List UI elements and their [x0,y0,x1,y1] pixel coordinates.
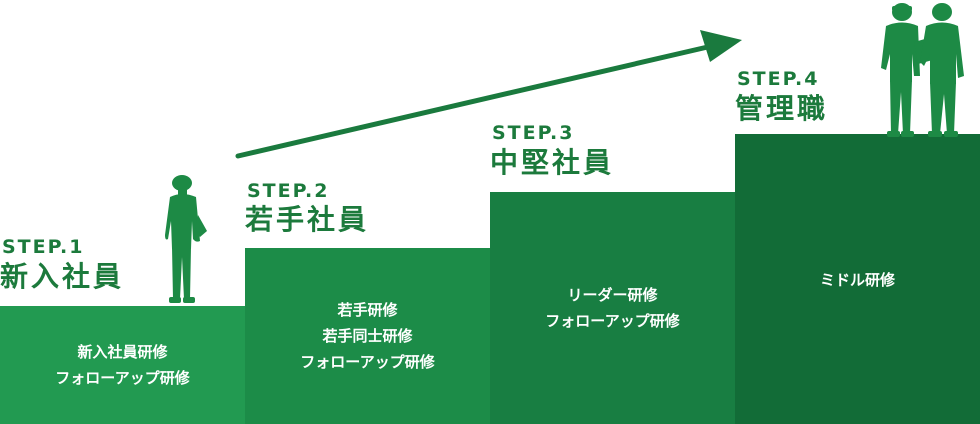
step-3-title: 中堅社員 [490,146,615,179]
step-2-title: 若手社員 [245,203,370,236]
training-item: フォローアップ研修 [300,353,435,371]
training-item: 若手研修 [337,301,398,319]
step-2-block: 若手研修 若手同士研修 フォローアップ研修 [245,248,490,424]
worker-silhouette-icon [165,175,207,303]
step-1-label: STEP.1 [2,236,85,258]
training-item: 新入社員研修 [77,343,168,361]
training-item: フォローアップ研修 [55,369,190,387]
managers-silhouette-icon [881,3,964,137]
training-item: 若手同士研修 [322,327,413,345]
training-item: リーダー研修 [567,286,658,304]
step-3-label: STEP.3 [492,122,575,144]
step-1-title: 新入社員 [0,260,125,293]
step-3-block: リーダー研修 フォローアップ研修 [490,192,735,424]
step-2-label: STEP.2 [247,180,330,202]
step-4-title: 管理職 [735,92,829,125]
training-item: フォローアップ研修 [545,312,680,330]
step-4-block: ミドル研修 [735,134,980,424]
step-1-block: 新入社員研修 フォローアップ研修 [0,306,245,424]
step-4-label: STEP.4 [737,68,820,90]
training-item: ミドル研修 [819,271,895,289]
